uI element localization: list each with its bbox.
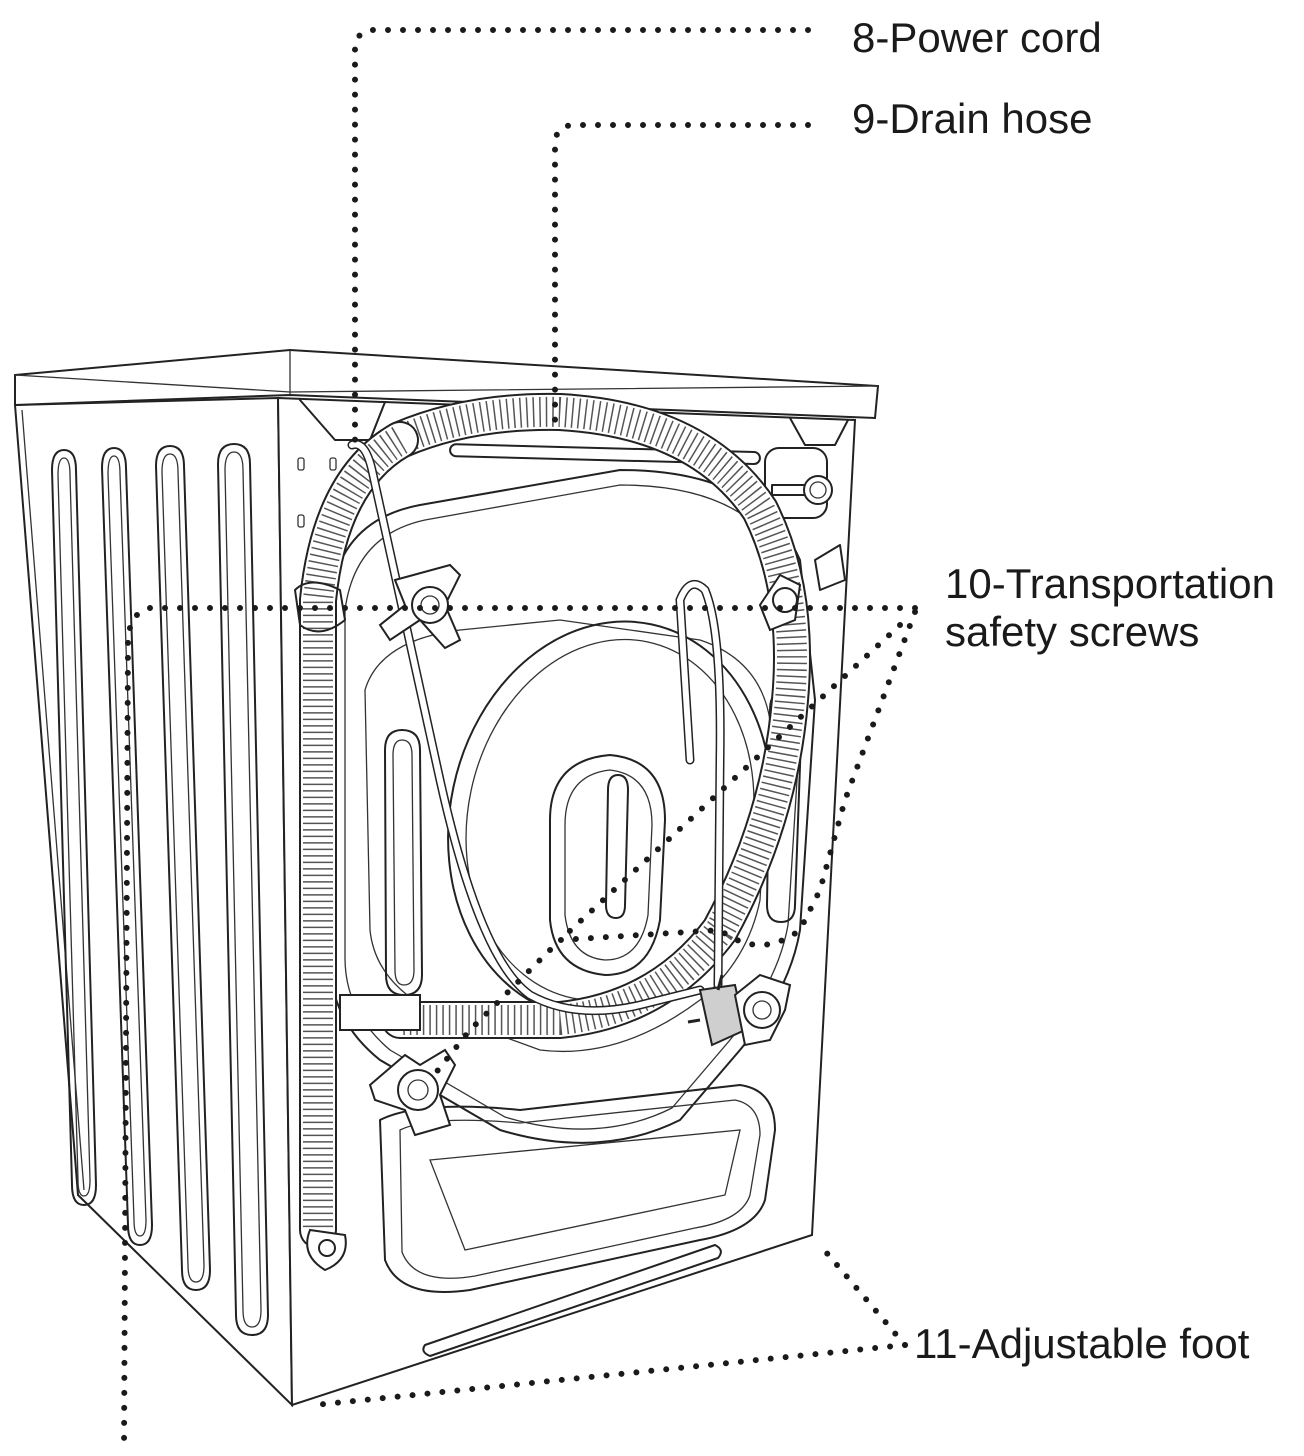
power-cord <box>347 439 747 1047</box>
callout-transport-screws-line1: 10-Transportation <box>945 560 1275 607</box>
callout-drain-hose: 9-Drain hose <box>852 95 1093 142</box>
leader-power-cord <box>352 27 811 448</box>
callout-transport-screws-line2: safety screws <box>945 608 1200 655</box>
leader-adjustable-foot-up <box>817 1242 908 1348</box>
leader-adjustable-foot <box>312 1342 908 1408</box>
top-lid <box>14 348 880 420</box>
transport-screw-bottom-left <box>368 1048 457 1137</box>
side-panel <box>13 396 294 1408</box>
callout-power-cord: 8-Power cord <box>852 14 1102 61</box>
leader-transport-screws-main <box>121 605 918 1453</box>
water-inlet-valve <box>764 447 833 519</box>
leader-transport-screws-diag2 <box>557 622 903 943</box>
transport-screw-bottom-right <box>733 973 792 1047</box>
callout-adjustable-foot: 11-Adjustable foot <box>914 1320 1250 1367</box>
callout-transport-screws: 10-Transportation safety screws <box>945 560 1300 656</box>
leader-lines <box>121 27 918 1453</box>
side-ribs <box>51 443 269 1336</box>
